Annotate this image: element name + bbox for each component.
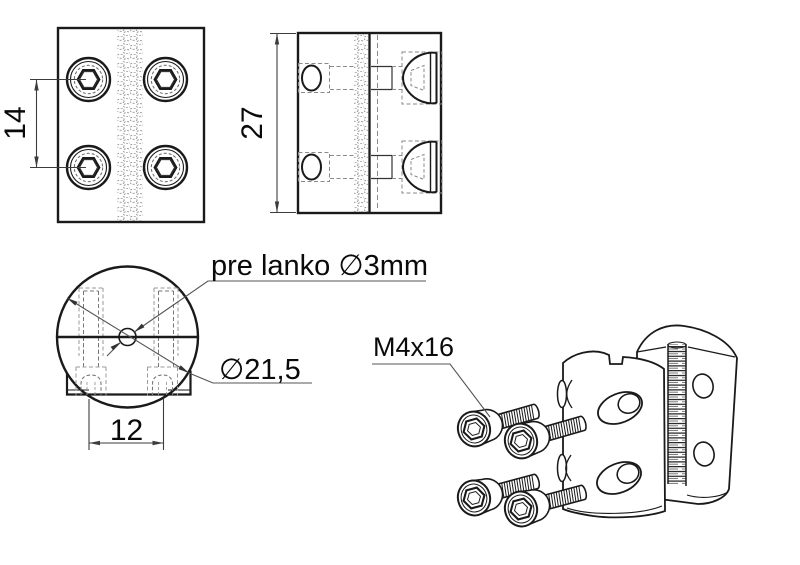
dim-27-label: 27 — [236, 106, 269, 139]
screw-size-label: M4x16 — [373, 332, 454, 362]
knurl-band-side — [354, 34, 368, 212]
outer-diameter-label: ∅21,5 — [219, 354, 301, 386]
hidden-slot-left — [75, 287, 107, 396]
counterbore-bottom — [596, 461, 642, 495]
dimension-14 — [30, 78, 86, 169]
hidden-slot-right — [147, 287, 179, 396]
serrated-strip — [668, 344, 686, 484]
front-clamp-half — [556, 350, 666, 519]
screw-label-leader — [372, 363, 491, 418]
counterbore-top — [597, 391, 643, 425]
dimension-27 — [270, 32, 296, 214]
isometric-view: M4x16 — [372, 324, 738, 532]
side-hole-exit-top — [556, 379, 568, 409]
knurl-band — [117, 29, 143, 221]
bottom-tab — [65, 370, 192, 396]
side-hole-exit-bottom — [556, 453, 568, 483]
side-screw-row-top — [298, 51, 443, 105]
rear-hole-top — [692, 373, 714, 399]
cable-hole — [118, 327, 137, 347]
diameter-leader — [66, 297, 312, 384]
side-view: 27 — [236, 31, 443, 215]
cable-hole-label: pre lanko ∅3mm — [211, 250, 428, 282]
dim-12-label: 12 — [110, 414, 143, 447]
dim-14-label: 14 — [0, 106, 32, 139]
screw-front-bottom-right — [142, 144, 189, 191]
dimension-12 — [88, 399, 165, 450]
cable-hole-leader — [106, 280, 426, 357]
rear-hole-bottom — [693, 441, 715, 467]
side-screw-row-bottom — [298, 140, 443, 194]
front-view: 14 — [0, 26, 206, 224]
screw-front-top-right — [142, 56, 189, 103]
top-view: 12 pre lanko ∅3mm ∅21,5 — [55, 250, 428, 450]
